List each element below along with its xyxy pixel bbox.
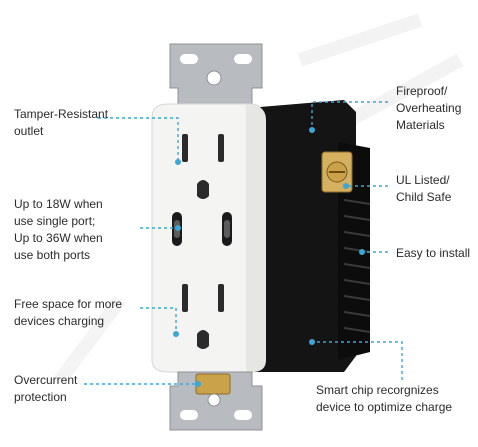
easy-install-label: Easy to install [396,246,471,260]
overcurrent-label: Overcurrent protection [14,373,78,404]
callout-lines [84,101,403,387]
top-mounting-strap [169,43,263,105]
smart-chip-label: Smart chip recorgnizes device to optimiz… [316,383,453,414]
outlet-face [151,103,266,373]
tamper-resistant-label: Tamper-Resistant outlet [14,107,109,138]
watermark [54,13,464,385]
ul-listed-label: UL Listed/ Child Safe [396,173,452,204]
bottom-mounting-strap [169,371,263,431]
power-output-label: Up to 18W when use single port; Up to 36… [14,197,103,262]
back-housing [248,100,371,372]
fireproof-label: Fireproof/ Overheating Materials [396,84,462,132]
free-space-label: Free space for more devices charging [14,297,123,328]
